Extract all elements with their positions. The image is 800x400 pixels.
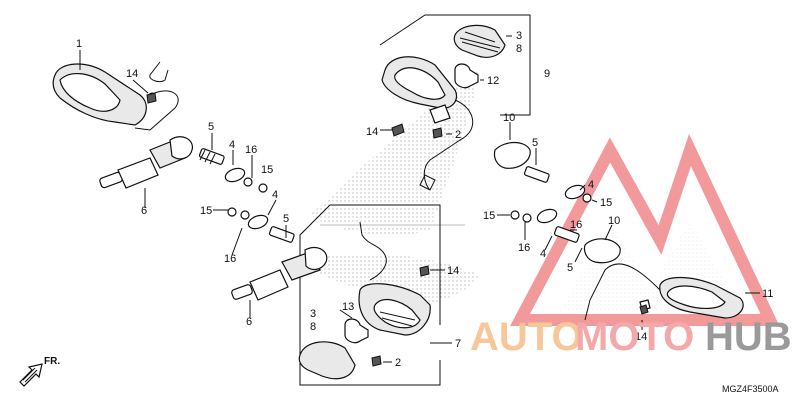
screws [146,92,649,367]
front-label: FR. [44,356,60,367]
callout-14: 14 [635,331,647,343]
turn-signal-front-left [52,61,179,131]
callout-16: 16 [245,144,257,156]
callout-4: 4 [272,189,278,201]
callout-4: 4 [588,179,594,191]
watermark-hub: HUB [705,315,792,359]
turn-signal-rear-left [358,221,431,336]
callout-16: 16 [224,253,236,265]
callout-6: 6 [141,205,147,217]
callout-4: 4 [540,248,546,260]
socket-upper [99,136,194,189]
callout-5: 5 [567,262,573,274]
callout-16: 16 [570,219,582,231]
callout-8: 8 [516,43,522,55]
callout-4: 4 [229,139,235,151]
callout-15: 15 [261,164,273,176]
lens-top [453,24,506,58]
socket-right-lower [583,238,621,264]
callout-5: 5 [208,121,214,133]
group-box-front-left [379,14,531,116]
callout-16: 16 [518,242,530,254]
callout-15: 15 [483,210,495,222]
socket-right-upper [493,141,592,203]
watermark-moto: MOTO [575,315,694,359]
watermark-text: AUTO MOTO HUB [470,315,792,359]
callout-5: 5 [283,213,289,225]
watermark-auto: AUTO [470,315,583,359]
callout-7: 7 [455,338,461,350]
callout-6: 6 [246,316,252,328]
turn-signal-rear-right [584,263,744,321]
callout-14: 14 [447,265,459,277]
callout-10: 10 [608,215,620,227]
leader-lines [79,35,760,363]
group-box-rear-left [299,204,441,386]
callout-14: 14 [366,126,378,138]
small-parts-right-middle [510,208,580,243]
callout-9: 9 [544,68,550,80]
callout-labels: 1 14 5 4 16 15 6 15 4 5 16 6 3 8 9 12 14… [76,30,773,369]
socket-lower [231,246,328,301]
callout-5: 5 [532,137,538,149]
callout-1: 1 [76,38,82,50]
callout-3: 3 [310,308,316,320]
bulb-lower [344,318,369,344]
callout-12: 12 [487,75,499,87]
callout-3: 3 [516,30,522,42]
bulb-top [454,63,479,89]
callout-14: 14 [126,68,138,80]
callout-15: 15 [600,197,612,209]
front-arrow: FR. [19,356,60,387]
turn-signal-front-right [381,56,474,191]
small-parts-upper [198,148,268,193]
lens-lower [298,341,356,380]
callout-2: 2 [455,129,461,141]
callout-15: 15 [200,205,212,217]
callout-8: 8 [310,321,316,333]
callout-11: 11 [762,288,773,300]
callout-13: 13 [342,301,354,313]
small-parts-middle [227,207,295,243]
callout-10: 10 [503,112,515,124]
diagram-code: MGZ4F3500A [722,384,779,394]
callout-2: 2 [395,357,401,369]
